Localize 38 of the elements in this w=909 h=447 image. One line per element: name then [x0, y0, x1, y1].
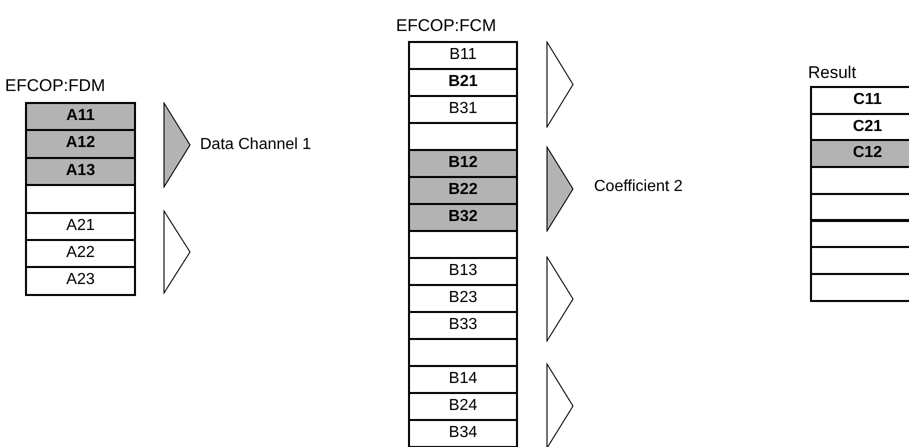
memory-cell: B23	[408, 284, 518, 313]
memory-cell: A13	[25, 156, 136, 186]
memory-cell: B13	[408, 257, 518, 286]
column-heading: EFCOP:FDM	[5, 76, 106, 96]
memory-cell: B34	[408, 419, 518, 447]
pointer-triangle	[546, 41, 574, 128]
empty-memory-cell	[810, 192, 909, 222]
empty-memory-cell	[810, 272, 909, 302]
pointer-triangle	[163, 210, 191, 294]
memory-cell: A11	[25, 102, 136, 132]
memory-cell: B12	[408, 149, 518, 178]
memory-cell: A21	[25, 212, 136, 241]
memory-cell: A23	[25, 266, 136, 296]
memory-cell: C12	[810, 139, 909, 168]
memory-cell: C11	[810, 86, 909, 115]
memory-cell: B22	[408, 176, 518, 205]
empty-memory-cell	[408, 122, 518, 151]
empty-memory-cell	[408, 338, 518, 367]
pointer-triangle	[546, 146, 574, 232]
pointer-triangle	[546, 256, 574, 342]
memory-cell: B21	[408, 68, 518, 97]
column-heading: Result	[808, 63, 856, 83]
channel-label: Data Channel 1	[200, 136, 312, 154]
memory-cell: A12	[25, 129, 136, 159]
memory-cell: B32	[408, 203, 518, 232]
memory-cell: B33	[408, 311, 518, 340]
memory-cell: B24	[408, 392, 518, 421]
memory-cell: B11	[408, 41, 518, 70]
pointer-triangle	[163, 102, 191, 188]
channel-label: Coefficient 2	[594, 178, 683, 196]
empty-memory-cell	[408, 230, 518, 259]
memory-cell: B31	[408, 95, 518, 124]
memory-cell: B14	[408, 365, 518, 394]
empty-memory-cell	[810, 220, 909, 248]
empty-memory-cell	[25, 184, 136, 214]
memory-cell: A22	[25, 239, 136, 268]
pointer-triangle	[546, 363, 574, 447]
column-heading: EFCOP:FCM	[396, 16, 496, 36]
